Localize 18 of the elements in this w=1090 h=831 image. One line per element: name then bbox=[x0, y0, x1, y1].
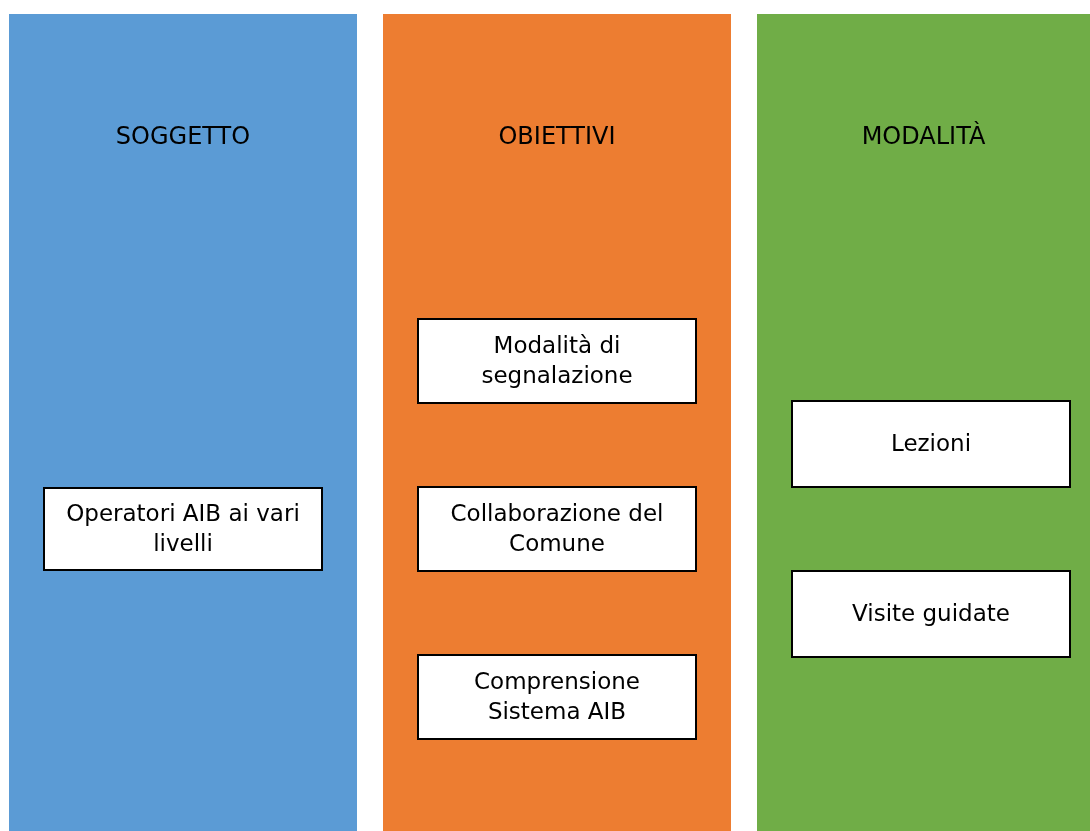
box-label: Visite guidate bbox=[852, 599, 1010, 629]
text-box bbox=[417, 318, 697, 404]
column-heading: OBIETTIVI bbox=[497, 122, 617, 151]
box-label: Comprensione Sistema AIB bbox=[473, 667, 641, 726]
text-box bbox=[791, 570, 1071, 658]
text-box bbox=[43, 487, 323, 571]
box-label: Modalità di segnalazione bbox=[480, 331, 634, 390]
column-panel bbox=[383, 14, 731, 831]
box-label: Collaborazione del Comune bbox=[449, 499, 665, 558]
column-heading: MODALITÀ bbox=[860, 122, 987, 151]
text-box bbox=[791, 400, 1071, 488]
column-panel bbox=[9, 14, 357, 831]
column-panel bbox=[757, 14, 1090, 831]
text-box bbox=[417, 654, 697, 740]
box-label: Operatori AIB ai vari livelli bbox=[65, 499, 301, 558]
box-label: Lezioni bbox=[890, 429, 972, 459]
text-box bbox=[417, 486, 697, 572]
column-heading: SOGGETTO bbox=[114, 122, 252, 151]
